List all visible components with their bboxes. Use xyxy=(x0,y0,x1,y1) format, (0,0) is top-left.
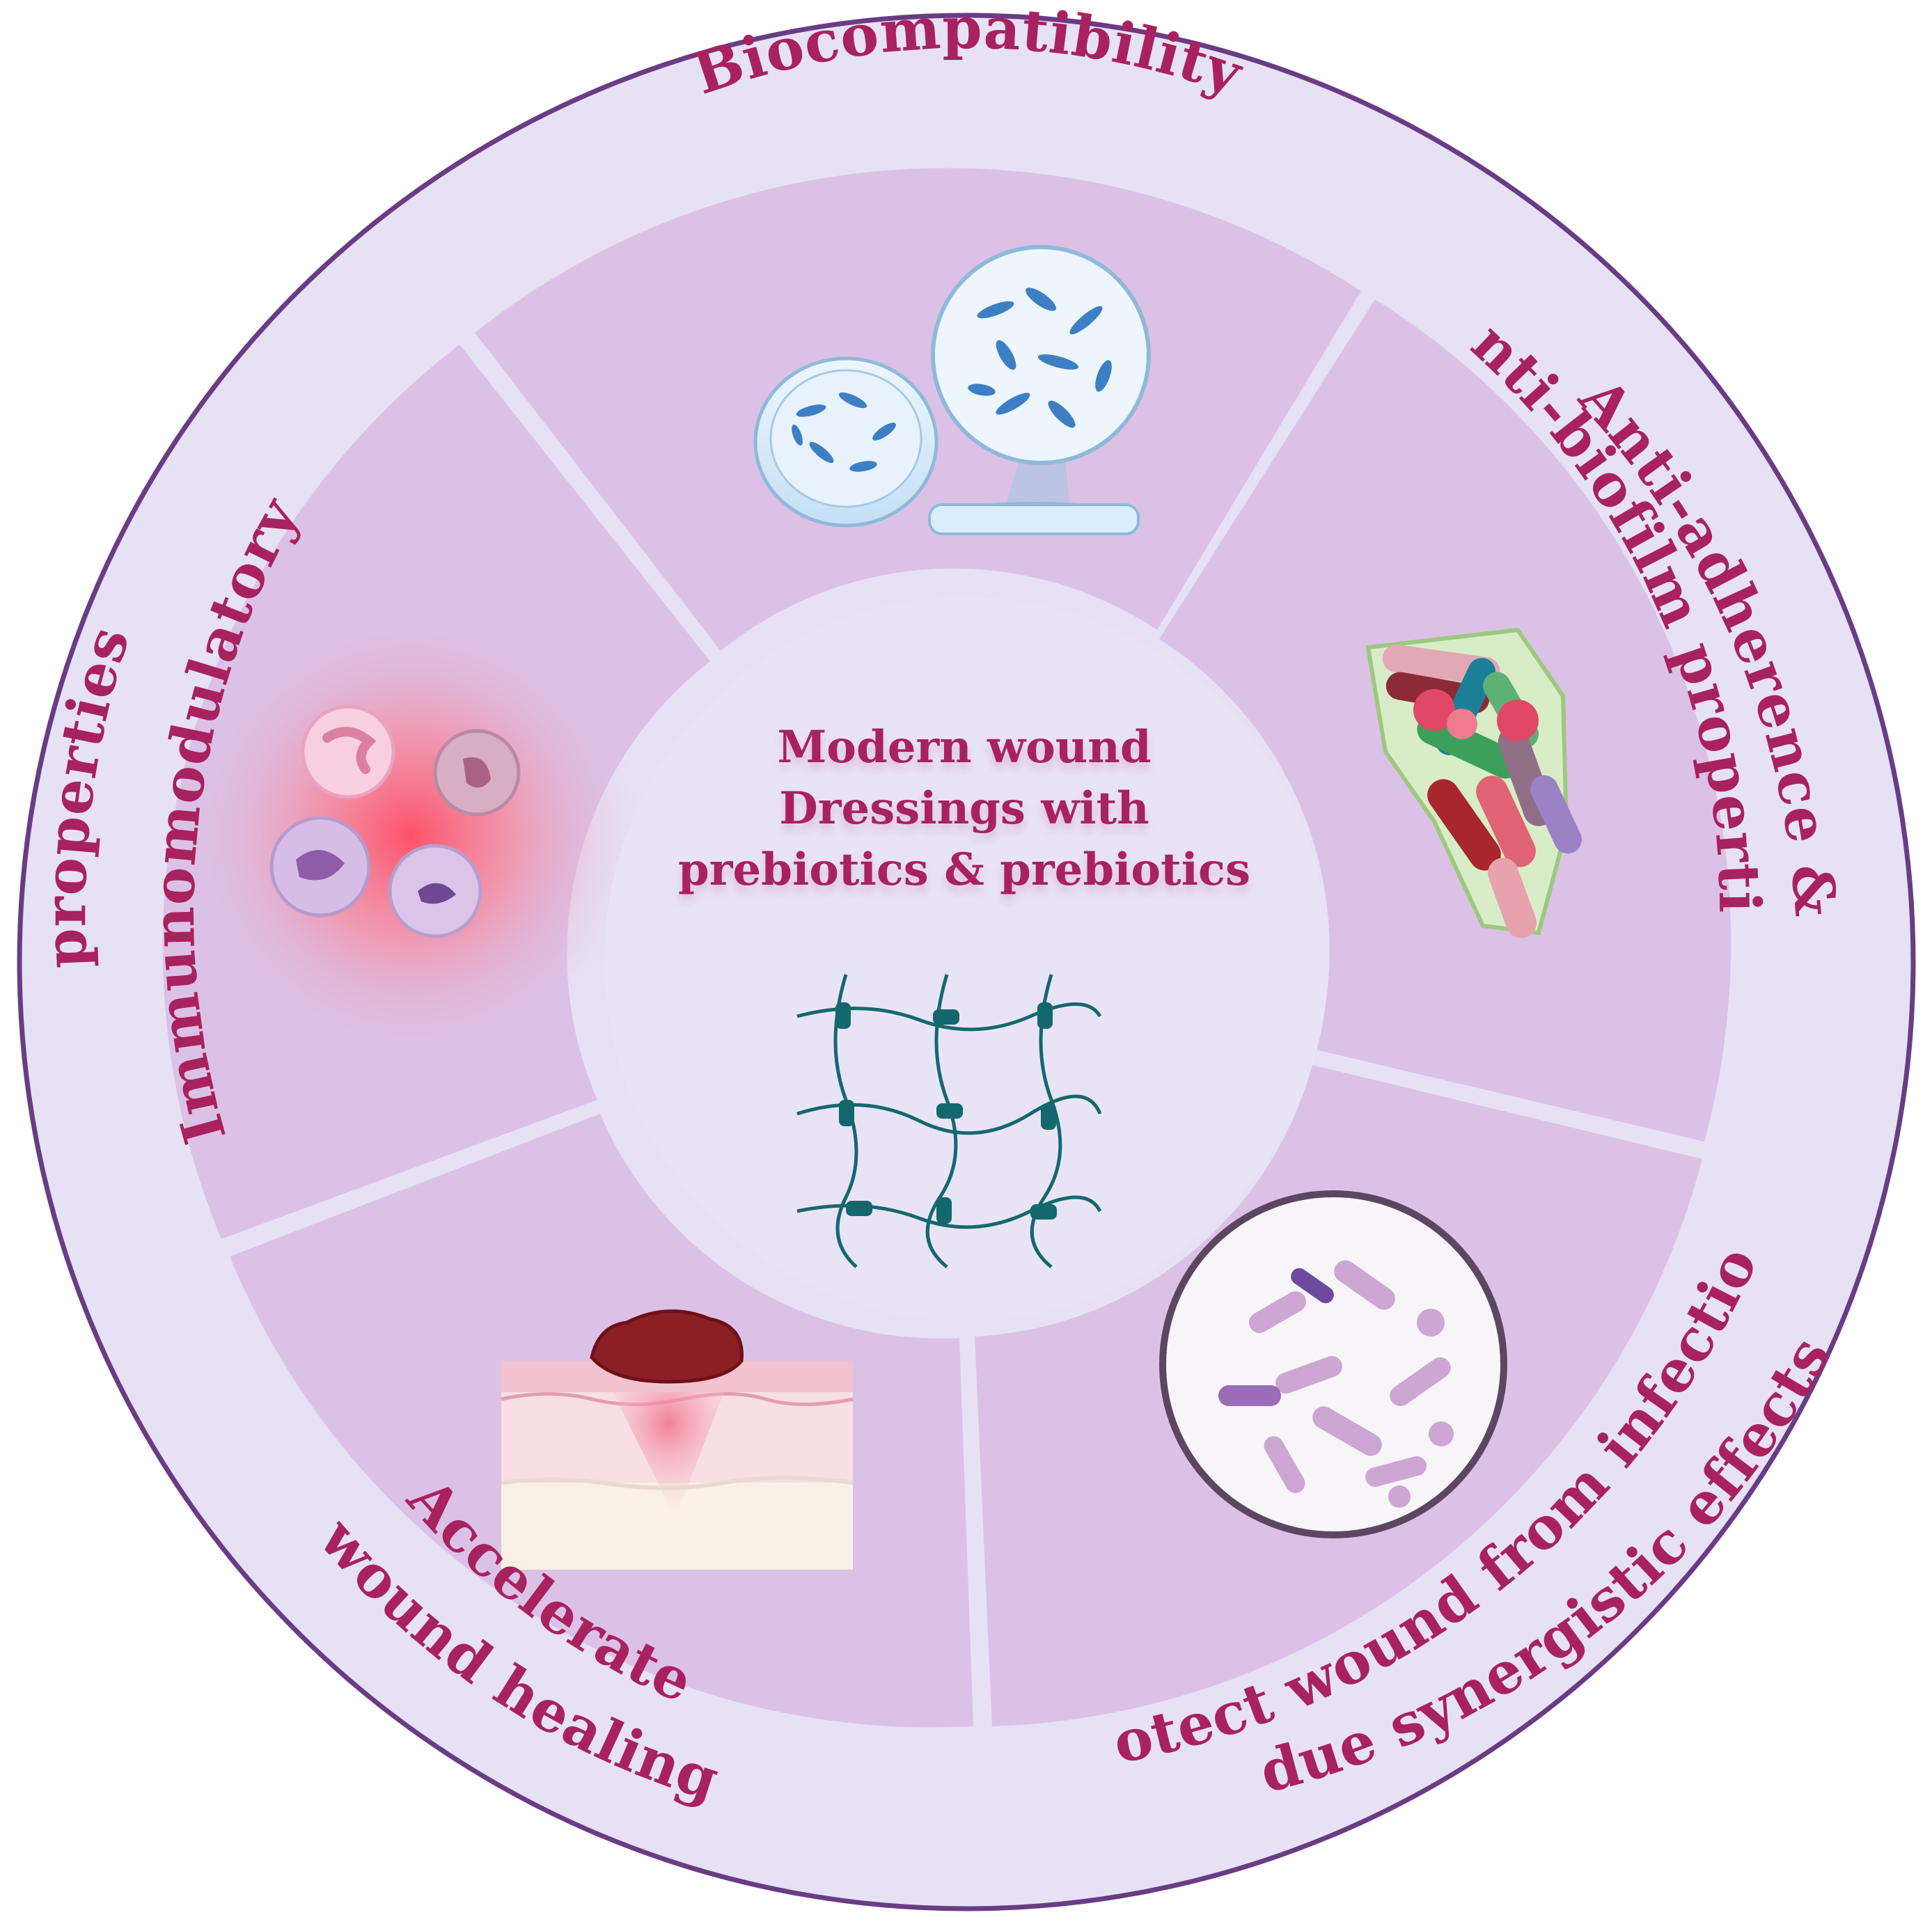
bacteria-biofilm-icon xyxy=(1365,627,1582,938)
petri-dish-cells-icon xyxy=(753,245,1151,535)
inflammation-glow xyxy=(181,606,641,1065)
hydrogel-crosslinks xyxy=(835,1002,1057,1224)
microscope-bacteria-icon xyxy=(1159,1190,1507,1538)
center-title: Modern wound Dressings with prebiotics &… xyxy=(613,717,1316,901)
skin-wound-icon xyxy=(501,1309,854,1570)
center-title-line3: prebiotics & prebiotics xyxy=(678,844,1250,896)
center-circle xyxy=(604,597,1328,1321)
center-title-line1: Modern wound xyxy=(777,721,1152,773)
immune-cells-icon xyxy=(269,704,521,938)
hydrogel-network-icon xyxy=(796,974,1102,1268)
center-title-line2: Dressings with xyxy=(779,782,1149,835)
